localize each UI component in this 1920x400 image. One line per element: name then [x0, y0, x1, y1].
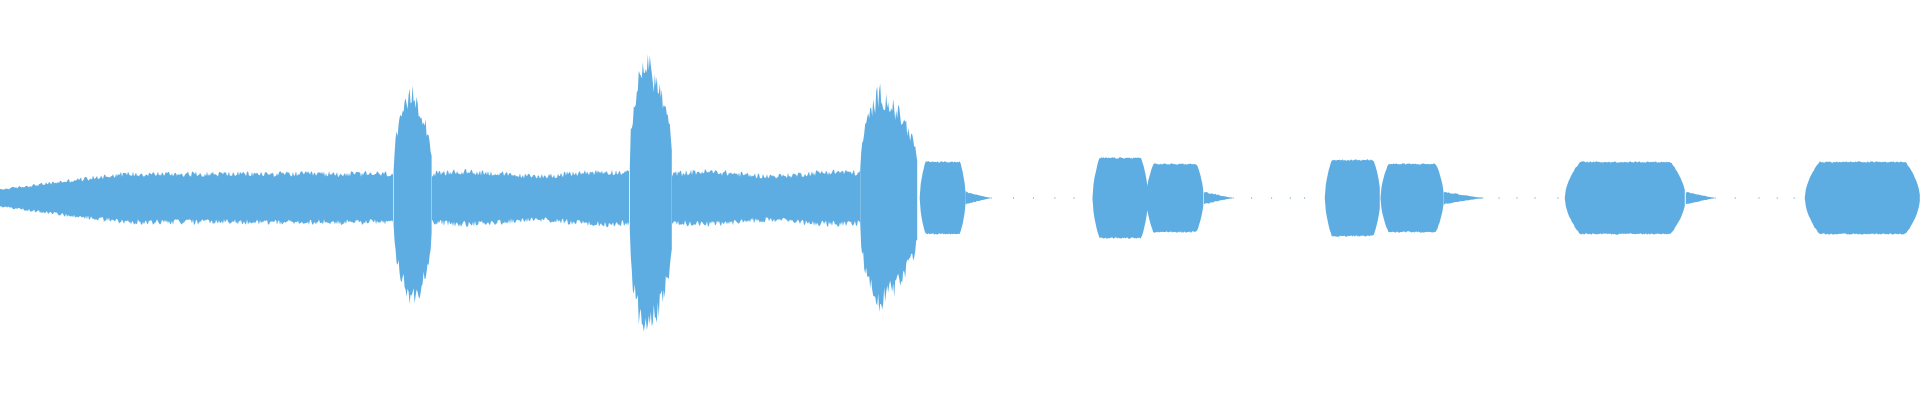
waveform-sample-dot [1032, 197, 1034, 199]
waveform-sample-dot [1251, 197, 1253, 199]
waveform-sample-dot [1289, 197, 1291, 199]
waveform-segment-flat-2 [432, 169, 629, 228]
waveform-sample-dot [1073, 197, 1075, 199]
waveform-segment-tail-15 [1443, 191, 1482, 205]
waveform-sample-dot [1793, 197, 1795, 199]
waveform-sample-dot [1557, 197, 1559, 199]
waveform-sample-dot [1498, 197, 1500, 199]
waveform-sample-dot [1758, 197, 1760, 199]
waveform-sample-dot [1054, 197, 1056, 199]
waveform-segment-blob-14 [1380, 163, 1444, 233]
waveform-segment-ramp-0 [0, 171, 393, 225]
waveform-segment-tail-7 [965, 191, 990, 205]
waveform-segment-burst-5 [860, 83, 918, 312]
waveform-sample-dot [1482, 197, 1484, 199]
waveform-segment-blob-17 [1564, 161, 1685, 235]
waveform-silence-16 [1482, 197, 1559, 199]
waveform-segment-burst-3 [629, 54, 672, 332]
waveform-sample-dot [990, 197, 992, 199]
waveform-segment-blob-9 [1092, 157, 1148, 239]
waveform-sample-dot [1232, 197, 1234, 199]
waveform-segment-blob-20 [1804, 161, 1920, 235]
waveform-segment-tail-18 [1685, 191, 1714, 205]
waveform-sample-dot [1516, 197, 1518, 199]
waveform-sample-dot [1013, 197, 1014, 199]
waveform-sample-dot [1776, 197, 1778, 199]
waveform-sample-dot [1734, 197, 1736, 199]
waveform-segment-tail-11 [1203, 191, 1232, 205]
waveform-silence-8 [990, 197, 1075, 199]
waveform-sample-dot [1304, 197, 1306, 199]
waveform-silence-19 [1714, 197, 1795, 199]
waveform-segment-blob-10 [1146, 163, 1204, 233]
waveform-segment-blob-6 [919, 161, 966, 235]
waveform-sample-dot [1271, 197, 1273, 199]
waveform-sample-dot [1714, 197, 1716, 199]
waveform-segment-burst-1 [393, 85, 432, 304]
waveform-silence-12 [1232, 197, 1306, 199]
waveform-sample-dot [1534, 197, 1536, 199]
waveform-segment-flat-4 [672, 169, 860, 227]
waveform-segment-blob-13 [1324, 159, 1380, 237]
